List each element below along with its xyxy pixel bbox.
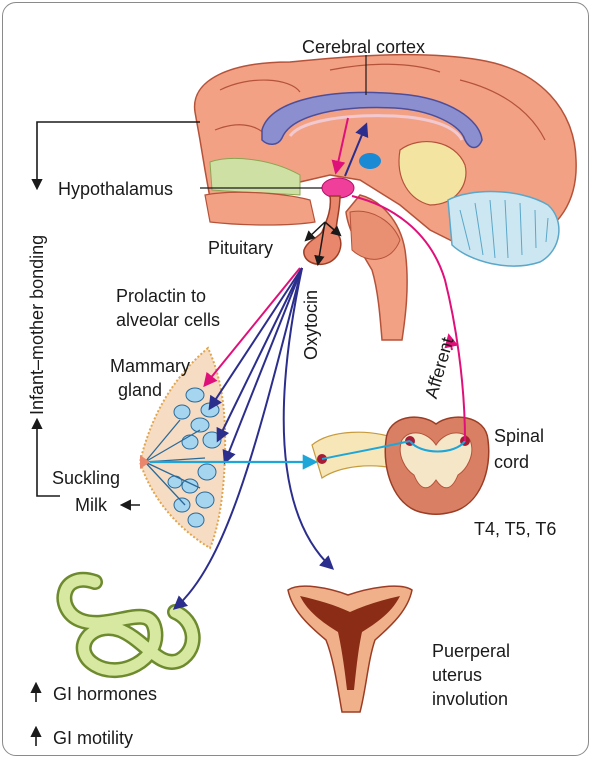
suckling-label: Suckling [52, 467, 120, 489]
oxytocin-arrow-1 [210, 268, 302, 408]
uterus-label-line3: involution [432, 688, 508, 710]
prolactin-label-line2: alveolar cells [116, 309, 220, 331]
infant-mother-bonding-label: Infant–mother bonding [26, 235, 48, 415]
hypothalamus-label: Hypothalamus [58, 178, 173, 200]
mammary-gland-label-line1: Mammary [110, 355, 190, 377]
uterus-label-line1: Puerperal [432, 640, 510, 662]
spinal-cord-label-line2: cord [494, 451, 529, 473]
prolactin-label-line1: Prolactin to [116, 285, 206, 307]
mammary-gland-label-line2: gland [118, 379, 162, 401]
gi-hormones-label: GI hormones [53, 683, 157, 705]
milk-label: Milk [75, 494, 107, 516]
oxytocin-label: Oxytocin [300, 290, 322, 360]
mammary-gland-illustration [140, 348, 225, 548]
gi-motility-label: GI motility [53, 727, 133, 749]
intestine-illustration [64, 580, 192, 670]
oxytocin-arrow-3 [225, 268, 302, 462]
pituitary-label: Pituitary [208, 237, 273, 259]
spinal-cord-label-line1: Spinal [494, 425, 544, 447]
uterus-label-line2: uterus [432, 664, 482, 686]
cerebral-cortex-label: Cerebral cortex [302, 36, 425, 58]
spinal-cord-illustration [312, 417, 489, 514]
uterus-illustration [288, 586, 412, 712]
spinal-segments-label: T4, T5, T6 [474, 518, 556, 540]
brain-illustration [195, 55, 577, 340]
